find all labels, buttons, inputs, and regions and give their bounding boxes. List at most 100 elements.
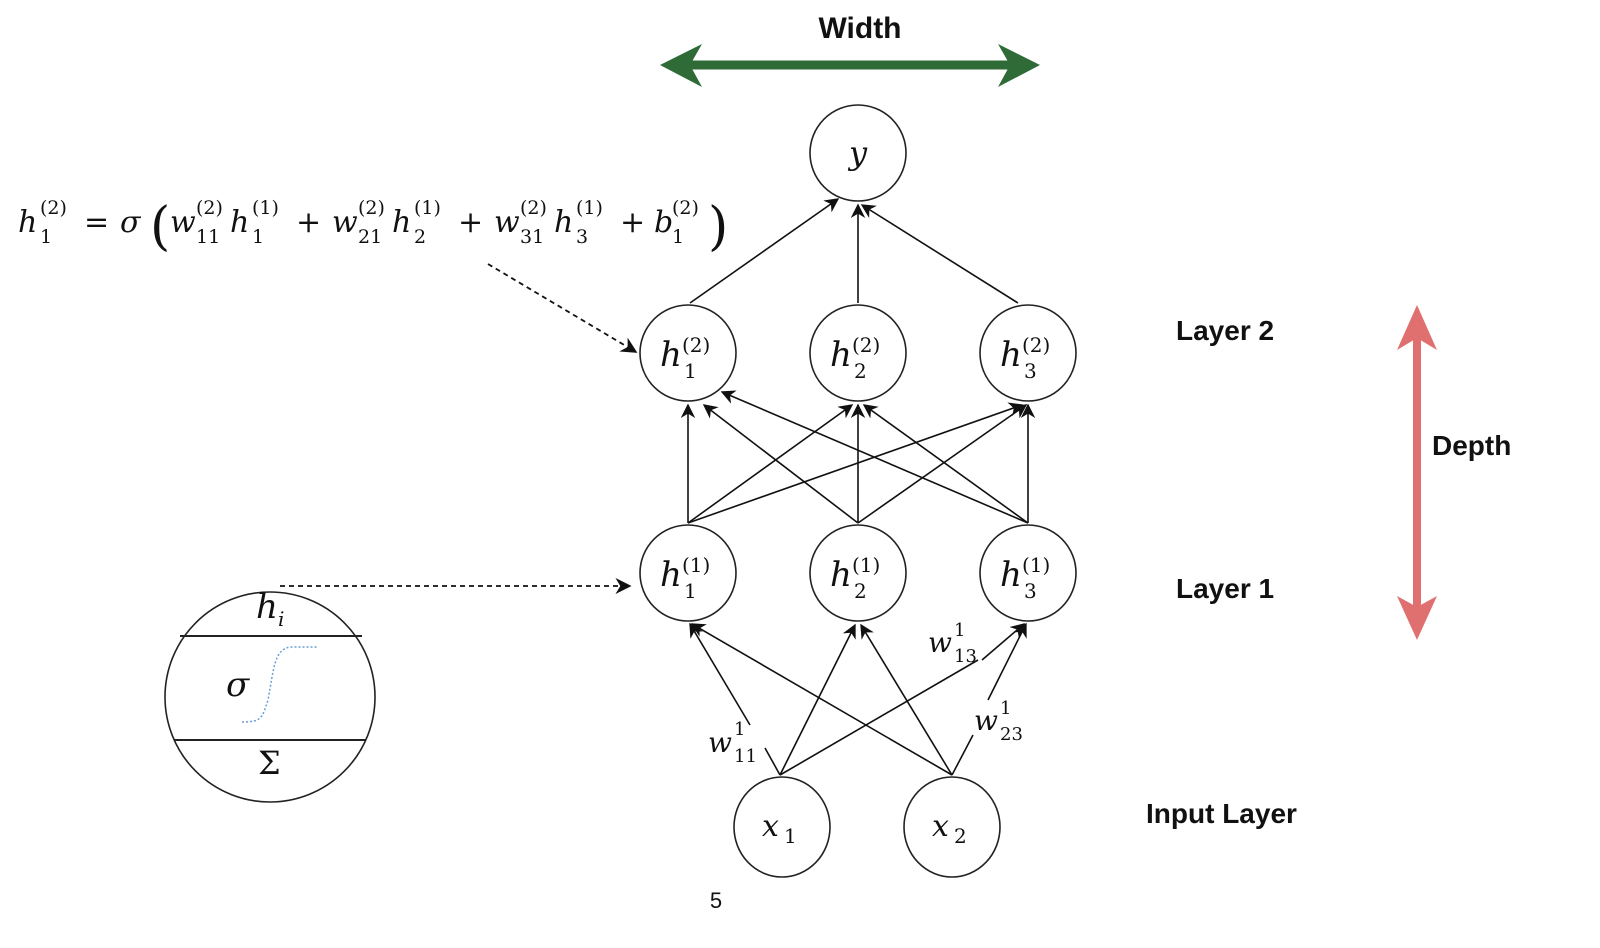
edges-layer2-output [689, 198, 1019, 304]
input-node-1: x 1 [733, 776, 831, 878]
output-node-label: y [847, 134, 868, 172]
edge [687, 402, 1024, 524]
edge [857, 404, 1028, 524]
svg-text:h: h [1000, 335, 1022, 375]
layer1-node-2: h (1) 2 [809, 524, 907, 622]
edges-input-layer1 [689, 622, 1027, 776]
layer1-node-3: h (1) 3 [979, 524, 1077, 622]
svg-text:(2): (2) [40, 197, 67, 219]
weight-label-w13: w 1 13 [928, 620, 977, 667]
input-layer-label: Input Layer [1146, 798, 1297, 829]
svg-text:h: h [230, 205, 249, 240]
svg-text:x: x [932, 809, 949, 844]
svg-text:(2): (2) [520, 197, 547, 219]
edge [690, 623, 953, 776]
svg-text:h: h [830, 555, 852, 595]
svg-text:1: 1 [954, 620, 965, 641]
svg-text:(2): (2) [682, 333, 710, 357]
svg-text:(2): (2) [672, 197, 699, 219]
svg-text:2: 2 [854, 359, 867, 383]
weight-label-w23: w 1 23 [974, 698, 1023, 745]
layer1-node-1: h (1) 1 [639, 524, 737, 622]
equation-pointer-arrow [487, 263, 638, 353]
edge [860, 623, 953, 776]
svg-text:σ: σ [120, 205, 142, 240]
svg-text:x: x [762, 809, 779, 844]
svg-text:b: b [654, 205, 673, 240]
svg-text:1: 1 [1000, 698, 1011, 719]
svg-text:h: h [830, 335, 852, 375]
svg-text:(1): (1) [252, 197, 279, 219]
layer1-label: Layer 1 [1176, 573, 1274, 604]
edge [779, 659, 979, 776]
edge [702, 404, 859, 524]
svg-text:23: 23 [1000, 724, 1023, 745]
svg-text:h: h [18, 205, 37, 240]
svg-text:11: 11 [196, 226, 220, 248]
svg-text:21: 21 [358, 226, 382, 248]
edge [862, 404, 1029, 524]
neuron-detail: h i σ Σ [164, 587, 376, 803]
svg-text:(1): (1) [1022, 553, 1050, 577]
svg-text:h: h [554, 205, 573, 240]
layer2-label: Layer 2 [1176, 315, 1274, 346]
svg-text:31: 31 [520, 226, 544, 248]
svg-text:2: 2 [414, 226, 426, 248]
svg-text:3: 3 [576, 226, 588, 248]
depth-arrow [1397, 305, 1437, 640]
svg-text:+: + [620, 205, 645, 240]
depth-label: Depth [1432, 430, 1511, 461]
svg-text:w: w [494, 205, 520, 240]
svg-text:(2): (2) [196, 197, 223, 219]
svg-text:1: 1 [784, 824, 797, 848]
svg-text:3: 3 [1024, 359, 1037, 383]
svg-text:h: h [660, 335, 682, 375]
layer2-node-2: h (2) 2 [809, 304, 907, 402]
svg-text:(: ( [150, 197, 170, 257]
svg-text:(2): (2) [358, 197, 385, 219]
edge [779, 623, 856, 776]
svg-text:1: 1 [734, 719, 745, 740]
width-arrow [660, 44, 1040, 87]
svg-text:(2): (2) [852, 333, 880, 357]
svg-text:w: w [928, 626, 952, 659]
svg-text:11: 11 [734, 746, 757, 767]
edge [764, 747, 781, 776]
activation-label: σ [226, 665, 250, 705]
sum-label: Σ [258, 744, 281, 782]
svg-text:w: w [708, 726, 732, 759]
svg-text:(1): (1) [852, 553, 880, 577]
svg-text:(1): (1) [576, 197, 603, 219]
svg-text:1: 1 [684, 359, 697, 383]
svg-text:2: 2 [854, 579, 867, 603]
edges-layer1-layer2 [680, 390, 1036, 524]
svg-text:+: + [296, 205, 321, 240]
edge [689, 622, 751, 726]
svg-text:h: h [392, 205, 411, 240]
input-node-2: x 2 [903, 776, 1001, 878]
output-node: y [809, 104, 907, 202]
svg-text:h: h [1000, 555, 1022, 595]
layer2-node-3: h (2) 3 [979, 304, 1077, 402]
width-label: Width [818, 12, 901, 45]
edge [720, 390, 1029, 524]
svg-text:w: w [974, 704, 998, 737]
svg-text:(1): (1) [414, 197, 441, 219]
svg-text:3: 3 [1024, 579, 1037, 603]
svg-text:1: 1 [672, 226, 684, 248]
layer2-node-1: h (2) 1 [639, 304, 737, 402]
svg-text:): ) [708, 197, 728, 257]
svg-text:2: 2 [954, 824, 967, 848]
svg-text:(1): (1) [682, 553, 710, 577]
svg-text:1: 1 [684, 579, 697, 603]
neuron-output-label: h [256, 587, 278, 627]
weight-label-w11: w 1 11 [708, 719, 757, 767]
svg-text:+: + [458, 205, 483, 240]
svg-text:=: = [84, 205, 109, 240]
page-number: 5 [710, 888, 722, 913]
svg-text:1: 1 [252, 226, 264, 248]
edge [860, 204, 1019, 304]
equation: h (2) 1 = σ ( w (2) 11 h (1) 1 + w (2) 2… [18, 197, 728, 257]
svg-text:w: w [332, 205, 358, 240]
